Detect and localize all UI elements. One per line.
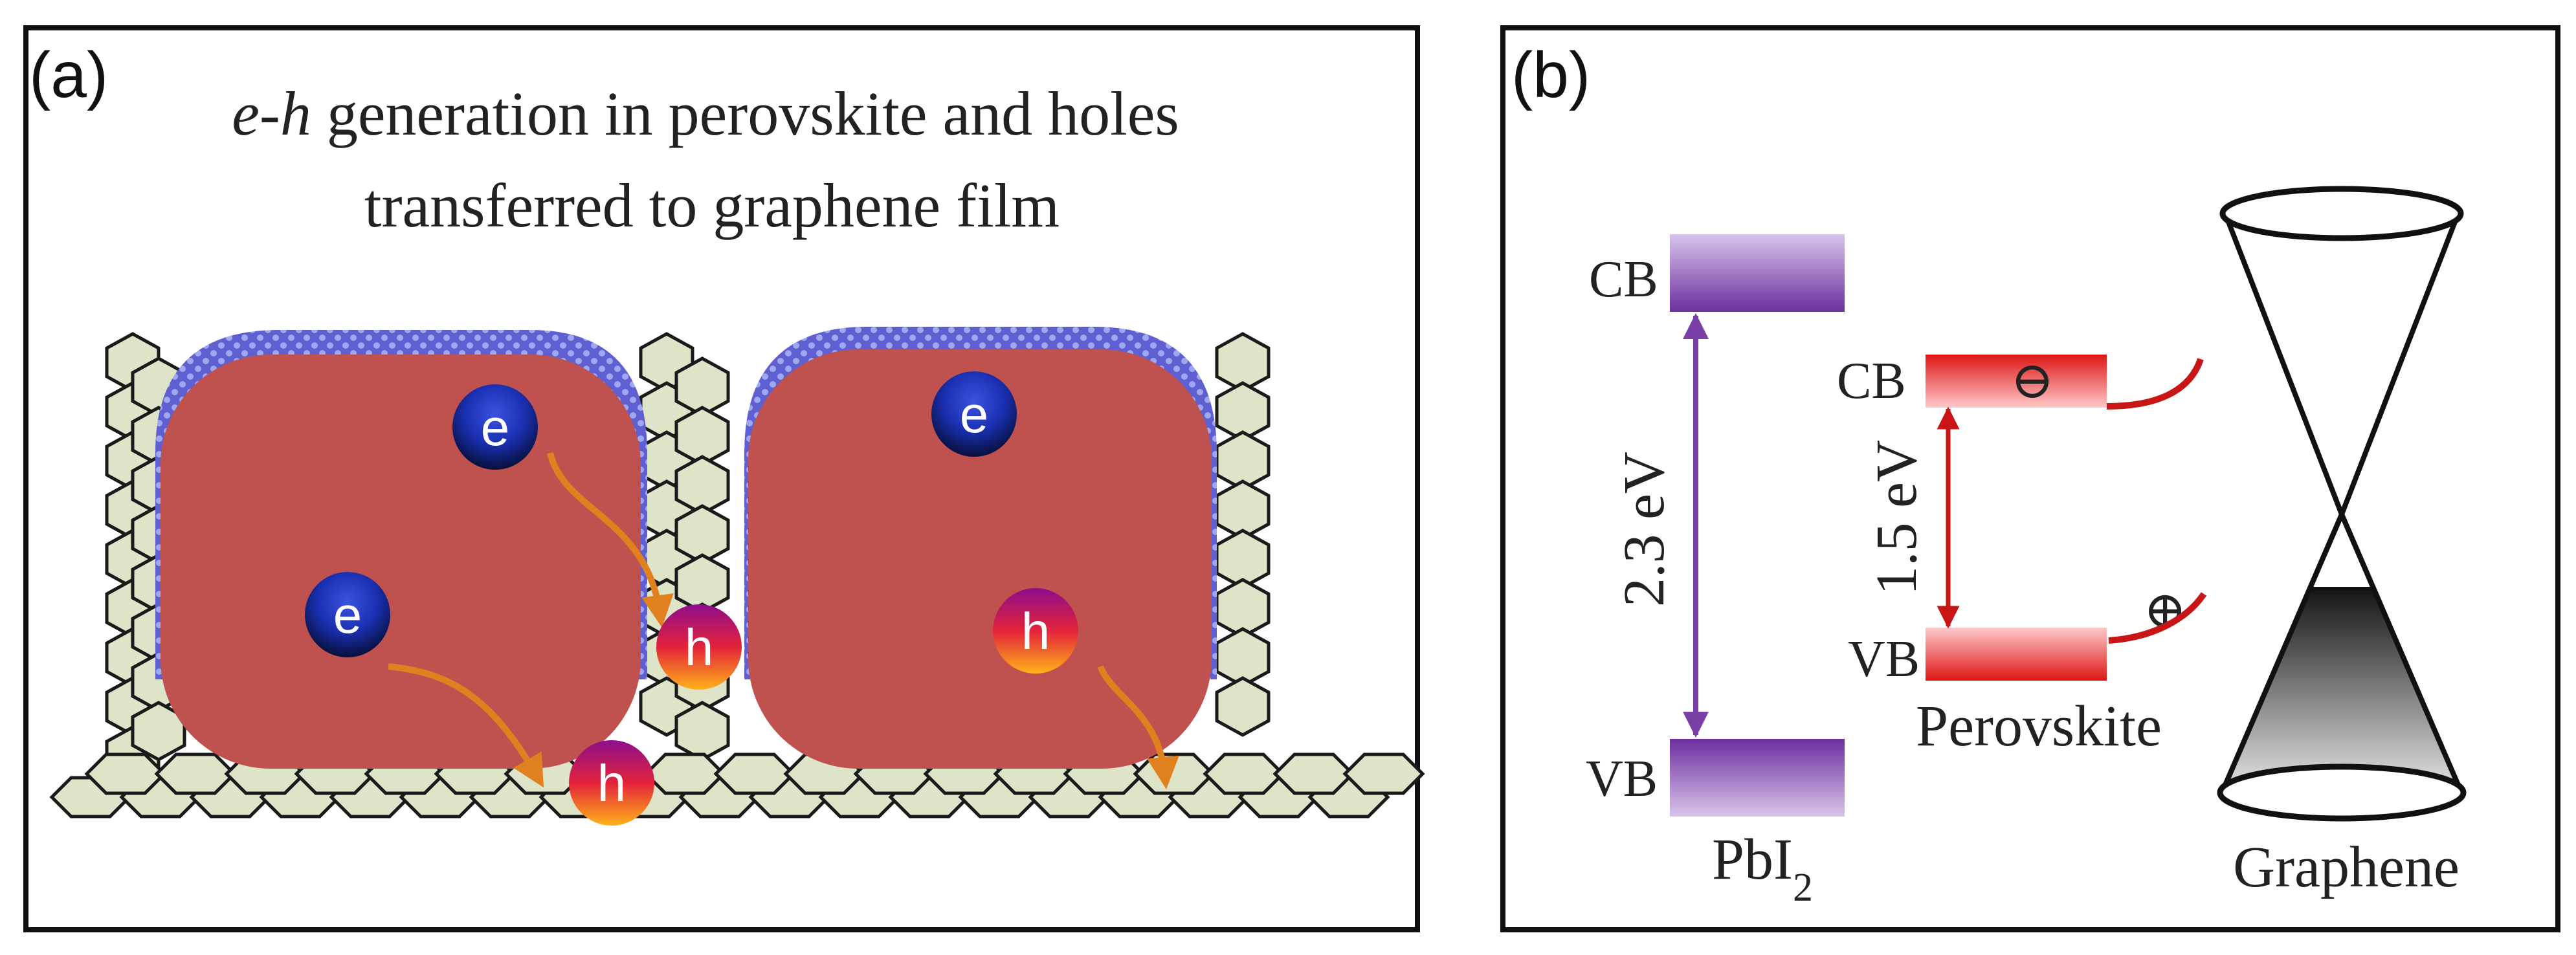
electron-label: e: [481, 399, 510, 456]
transfer-arrow-3: [1097, 664, 1179, 789]
perovskite-body-left: [161, 355, 641, 769]
perovskite-gap-label: 1.5 eV: [1865, 440, 1929, 595]
hole-3: h: [993, 588, 1078, 674]
pbi2-vb-label: VB: [1586, 751, 1658, 807]
electron-2: e: [305, 572, 390, 657]
panel-a: (a) e-h generation in perovskite and hol…: [23, 25, 1425, 932]
transfer-arrow-2: [388, 663, 544, 788]
electron-symbol: ⊖: [2010, 353, 2054, 410]
graphene-hexagon: [154, 752, 237, 795]
panel-a-label: (a): [29, 39, 108, 111]
graphene-film: [49, 332, 1425, 818]
panel-b: (b) CB VB 2.3 eV PbI2 CB VB 1.5 eV ⊖ ⊕ P…: [1500, 25, 2560, 932]
panel-a-title-line1: e-h generation in perovskite and holes: [232, 79, 1179, 148]
perovskite-name: Perovskite: [1916, 694, 2162, 758]
perovskite-vb-bar: [1926, 628, 2107, 681]
pbi2-bands: CB VB 2.3 eV PbI2: [1586, 234, 1845, 910]
electron-label: e: [960, 386, 989, 443]
electron-1: e: [452, 384, 538, 470]
lower-cone-rim: [2217, 763, 2467, 822]
hole-label: h: [1021, 602, 1050, 660]
pbi2-name: PbI2: [1712, 828, 1813, 910]
graphene-hexagon: [713, 752, 796, 795]
electron-label: e: [333, 586, 362, 644]
perovskite-grain-left: [155, 330, 647, 769]
filled-hole-states: [2222, 589, 2461, 793]
graphene-hexagon: [674, 701, 730, 762]
panel-b-label: (b): [1511, 39, 1590, 111]
pbi2-gap-label: 2.3 eV: [1612, 452, 1676, 607]
transfer-arrow-1: [547, 452, 674, 628]
graphene-hexagon: [1215, 676, 1271, 737]
upper-cone-rim: [2219, 186, 2464, 241]
pbi2-cb-bar: [1670, 234, 1845, 312]
graphene-hexagon: [84, 752, 167, 795]
hole-1: h: [656, 604, 742, 690]
pbi2-cb-label: CB: [1589, 251, 1658, 308]
perovskite-bands: CB VB 1.5 eV ⊖ ⊕ Perovskite: [1837, 353, 2207, 758]
hole-2: h: [569, 740, 654, 826]
panel-a-title-line2: transferred to graphene film: [364, 171, 1060, 240]
graphene-hexagon: [1203, 752, 1285, 795]
hole-label: h: [685, 619, 714, 676]
band-bending-cb: [2106, 358, 2204, 410]
graphene-name: Graphene: [2233, 835, 2459, 899]
graphene-hexagon: [1272, 752, 1355, 795]
hole-label: h: [597, 754, 627, 812]
perovskite-body-right: [748, 349, 1212, 769]
perovskite-vb-label: VB: [1848, 631, 1920, 688]
graphene-hexagon: [1133, 752, 1216, 795]
perovskite-cb-bar: [1926, 355, 2107, 408]
graphene-hexagon: [1342, 752, 1425, 795]
perovskite-grain-right: [744, 327, 1217, 769]
perovskite-cb-label: CB: [1837, 353, 1906, 410]
band-bending-vb: [2108, 592, 2207, 644]
graphene-hexagon: [643, 752, 726, 795]
graphene-dirac-cone: Graphene: [2217, 186, 2467, 899]
pbi2-vb-bar: [1670, 739, 1845, 817]
electron-3: e: [931, 371, 1017, 457]
